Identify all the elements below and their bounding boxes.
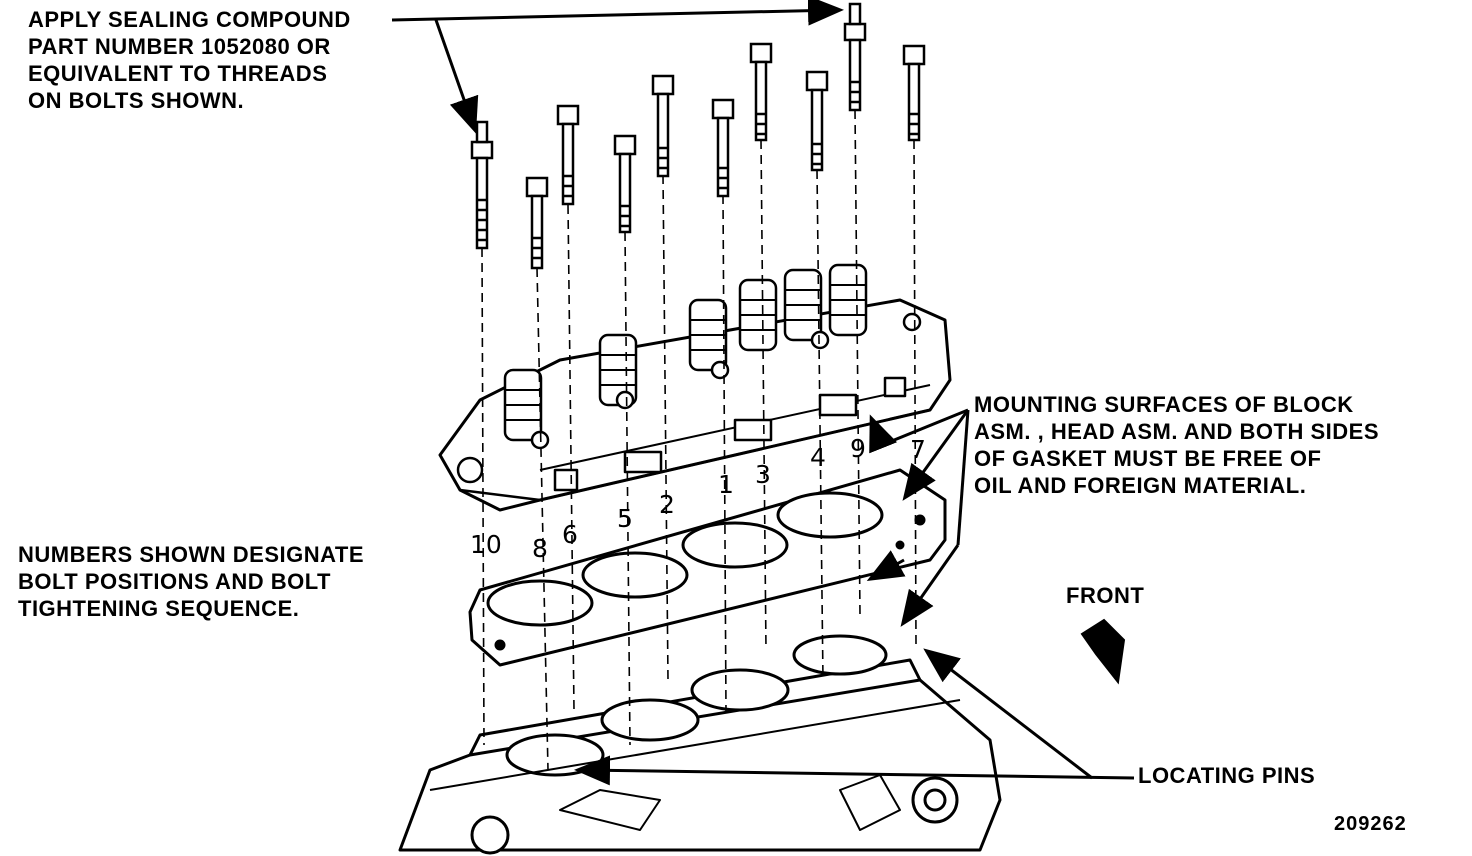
head-bolt-7 (902, 44, 926, 142)
head-bolt-9 (843, 2, 867, 112)
engine-block (398, 634, 1002, 855)
bolt-number-2: 2 (659, 490, 675, 519)
head-bolt-3 (749, 42, 773, 142)
bolt-number-4: 4 (810, 443, 826, 472)
bolt-center-lines (481, 109, 917, 771)
bolt-number-7: 7 (910, 435, 926, 464)
leader-lines (391, 0, 1135, 786)
bolt-sequence-note: NUMBERS SHOWN DESIGNATE BOLT POSITIONS A… (18, 541, 364, 622)
head-bolt-2 (651, 74, 675, 178)
bolt-number-9: 9 (850, 434, 866, 463)
figure-number: 209262 (1334, 813, 1407, 835)
note-line: ON BOLTS SHOWN. (28, 88, 245, 113)
note-line: APPLY SEALING COMPOUND (28, 7, 351, 32)
note-line: OIL AND FOREIGN MATERIAL. (974, 473, 1307, 498)
head-bolt-10 (470, 120, 494, 250)
note-line: NUMBERS SHOWN DESIGNATE (18, 542, 364, 567)
sealing-compound-note: APPLY SEALING COMPOUND PART NUMBER 10520… (28, 6, 351, 114)
bolt-number-5: 5 (617, 504, 633, 533)
locating-pins-label: LOCATING PINS (1138, 763, 1316, 788)
bolt-number-3: 3 (755, 460, 771, 489)
note-line: PART NUMBER 1052080 OR (28, 34, 331, 59)
note-line: TIGHTENING SEQUENCE. (18, 596, 300, 621)
head-bolt-1 (711, 98, 735, 198)
head-bolts (470, 2, 926, 270)
note-line: OF GASKET MUST BE FREE OF (974, 446, 1322, 471)
head-gasket (468, 468, 947, 667)
mounting-surfaces-note: MOUNTING SURFACES OF BLOCK ASM. , HEAD A… (974, 391, 1379, 499)
note-line: MOUNTING SURFACES OF BLOCK (974, 392, 1354, 417)
head-bolt-6 (556, 104, 580, 206)
bolt-number-8: 8 (532, 534, 548, 563)
cylinder-head (438, 263, 952, 512)
front-label: FRONT (1066, 583, 1145, 608)
head-bolt-4 (805, 70, 829, 172)
head-bolt-8 (525, 176, 549, 270)
note-line: ASM. , HEAD ASM. AND BOTH SIDES (974, 419, 1380, 444)
front-arrow-icon (1080, 618, 1126, 685)
note-line: BOLT POSITIONS AND BOLT (18, 569, 331, 594)
bolt-number-10: 10 (470, 530, 502, 559)
bolt-number-6: 6 (562, 520, 578, 549)
bolt-number-1: 1 (718, 470, 734, 499)
note-line: EQUIVALENT TO THREADS (28, 61, 328, 86)
head-bolt-5 (613, 134, 637, 234)
